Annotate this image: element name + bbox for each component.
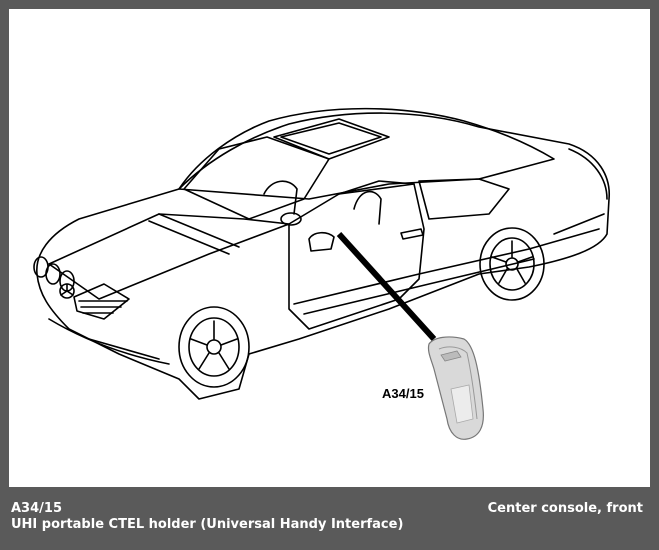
grille: [73, 283, 130, 320]
car-line-drawing: [33, 107, 610, 440]
rear-window: [418, 178, 510, 220]
footer-bar: A34/15 UHI portable CTEL holder (Univers…: [0, 487, 659, 550]
rear-wheel: [479, 227, 545, 301]
car-body-outline: [36, 112, 610, 400]
ctel-holder-icon: [427, 336, 484, 440]
side-mirror: [308, 231, 335, 252]
component-description: UHI portable CTEL holder (Universal Hand…: [11, 517, 404, 532]
illustration-panel: A34/15: [9, 9, 650, 487]
callout-label-a34-15: A34/15: [382, 386, 424, 401]
component-code: A34/15: [11, 501, 62, 516]
component-location: Center console, front: [487, 501, 643, 516]
hood: [48, 213, 290, 300]
car-roof: [178, 107, 555, 200]
front-wheel: [178, 306, 250, 388]
windshield: [183, 136, 330, 220]
driver-door: [288, 183, 425, 330]
callout-leader: [336, 231, 437, 342]
